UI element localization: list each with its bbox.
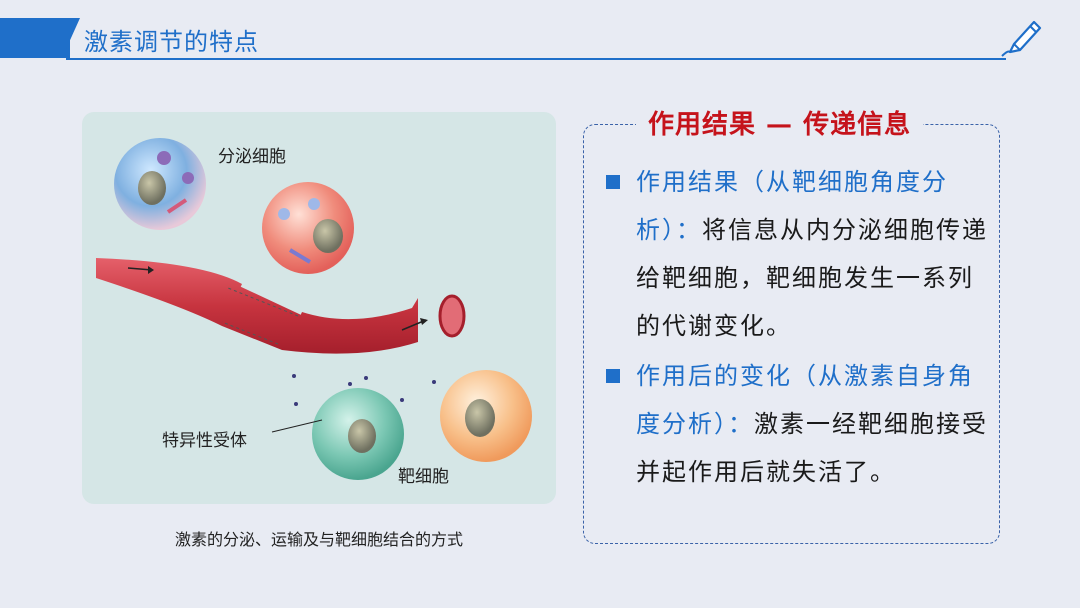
info-title: 作用结果 — 传递信息 xyxy=(636,104,924,141)
header-bar-slant xyxy=(62,18,80,58)
bullet-square-2 xyxy=(606,369,620,383)
info-item-1: 作用结果（从靶细胞角度分析）：将信息从内分泌细胞传递给靶细胞，靶细胞发生一系列的… xyxy=(636,158,988,350)
info-item-2: 作用后的变化（从激素自身角度分析）：激素一经靶细胞接受并起作用后就失活了。 xyxy=(636,352,988,496)
info-item-2-body: 激素一经靶细胞接受并起作用后就失活了。 xyxy=(636,410,988,486)
pen-icon xyxy=(1001,20,1042,57)
hormone-transport-illustration xyxy=(96,138,532,480)
receptor-label: 特异性受体 xyxy=(162,431,247,451)
info-item-1-heading: 作用结果（从靶细胞角度分析）： xyxy=(636,168,948,244)
info-item-1-body: 将信息从内分泌细胞传递给靶细胞，靶细胞发生一系列的代谢变化。 xyxy=(636,216,988,340)
figure-caption: 激素的分泌、运输及与靶细胞结合的方式 xyxy=(174,530,463,549)
header-bar xyxy=(0,18,70,58)
page-title: 激素调节的特点 xyxy=(84,28,259,56)
target-cell-label: 靶细胞 xyxy=(398,467,449,487)
info-item-2-heading: 作用后的变化（从激素自身角度分析）： xyxy=(636,362,974,438)
header-underline xyxy=(66,58,1006,60)
illustration-panel: 分泌细胞 特异性受体 靶细胞 xyxy=(82,112,556,504)
secretory-cell-label: 分泌细胞 xyxy=(218,147,286,167)
bullet-square-1 xyxy=(606,175,620,189)
